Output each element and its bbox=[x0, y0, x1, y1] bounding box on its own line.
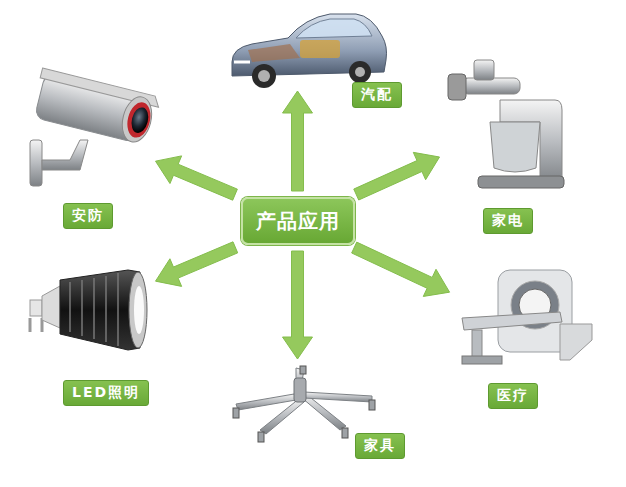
led-bulb-illustration-part-part bbox=[69, 282, 71, 332]
camera-illustration-part bbox=[30, 140, 42, 186]
led-bulb-illustration-part bbox=[134, 286, 144, 334]
block-arrow bbox=[156, 156, 238, 200]
application-node: 家具 bbox=[220, 365, 375, 440]
category-label: 安防 bbox=[63, 203, 113, 229]
car-illustration bbox=[232, 14, 387, 88]
led-bulb-illustration-part-part bbox=[105, 276, 107, 342]
block-arrow bbox=[156, 242, 238, 287]
camera-illustration-part bbox=[30, 68, 160, 146]
block-arrow bbox=[352, 242, 450, 296]
led-bulb-illustration-part bbox=[129, 272, 147, 348]
chair-base-illustration-part-part bbox=[300, 366, 306, 374]
application-node: LED照明 bbox=[25, 265, 150, 355]
mixer-illustration-part bbox=[478, 176, 564, 188]
car-illustration-part bbox=[252, 64, 276, 88]
category-label: 汽配 bbox=[352, 82, 402, 108]
ct-scanner-illustration-part bbox=[462, 312, 562, 330]
led-bulb-illustration-part bbox=[30, 300, 42, 316]
led-bulb-illustration-part bbox=[42, 286, 60, 328]
mixer-illustration-part bbox=[490, 122, 540, 172]
mixer-illustration bbox=[448, 60, 564, 188]
category-label: 家具 bbox=[355, 433, 405, 459]
led-bulb-illustration-part-part bbox=[117, 273, 119, 346]
car-illustration-part bbox=[300, 40, 340, 58]
led-bulb-illustration-part-part bbox=[93, 278, 95, 339]
ct-scanner-illustration-part bbox=[472, 330, 482, 358]
chair-base-illustration-part bbox=[233, 366, 375, 442]
chair-base-illustration bbox=[233, 366, 375, 442]
led-bulb-illustration-part bbox=[60, 270, 140, 350]
car-illustration-part bbox=[355, 67, 365, 77]
chair-base-illustration-part-part bbox=[236, 394, 296, 410]
chair-base-illustration-part-part bbox=[304, 392, 372, 402]
category-label: 家电 bbox=[483, 208, 533, 234]
car-illustration-part bbox=[296, 19, 372, 38]
block-arrow bbox=[354, 152, 440, 200]
category-label: 医疗 bbox=[488, 383, 538, 409]
chair-base-illustration-part-part bbox=[258, 432, 264, 442]
application-node: 家电 bbox=[445, 65, 565, 190]
block-arrow bbox=[283, 251, 313, 359]
application-node: 医疗 bbox=[455, 280, 595, 375]
ct-scanner-illustration-part bbox=[560, 324, 592, 360]
led-bulb-illustration bbox=[30, 270, 147, 350]
hub-title: 产品应用 bbox=[256, 208, 340, 235]
chair-base-illustration-part-part bbox=[260, 398, 304, 434]
led-bulb-illustration-part-part bbox=[81, 280, 83, 336]
mixer-illustration-part bbox=[448, 74, 466, 100]
chair-base-illustration-part bbox=[294, 378, 306, 402]
ct-scanner-illustration-part bbox=[462, 356, 502, 364]
category-label: LED照明 bbox=[63, 380, 149, 406]
car-illustration-part bbox=[258, 70, 270, 82]
car-illustration-part bbox=[234, 61, 250, 64]
car-illustration-part bbox=[349, 61, 371, 83]
mixer-illustration-part bbox=[474, 60, 494, 80]
application-node: 安防 bbox=[25, 75, 150, 190]
led-bulb-illustration-part bbox=[70, 273, 118, 346]
application-node: 汽配 bbox=[215, 5, 380, 85]
hub-box: 产品应用 bbox=[241, 197, 355, 245]
camera-illustration-part-part bbox=[124, 100, 154, 140]
car-illustration-part bbox=[248, 44, 300, 62]
camera-illustration-part bbox=[42, 140, 88, 170]
camera-illustration bbox=[30, 68, 161, 186]
camera-illustration-part-part bbox=[129, 106, 151, 135]
led-bulb-illustration-part bbox=[29, 318, 32, 332]
chair-base-illustration-part-part bbox=[369, 400, 375, 410]
block-arrow bbox=[283, 91, 313, 191]
chair-base-illustration-part-part bbox=[233, 408, 239, 418]
camera-illustration-part-part bbox=[118, 94, 156, 145]
ct-scanner-illustration bbox=[462, 270, 592, 364]
chair-base-illustration-part-part bbox=[342, 428, 348, 438]
chair-base-illustration-part bbox=[236, 368, 372, 434]
